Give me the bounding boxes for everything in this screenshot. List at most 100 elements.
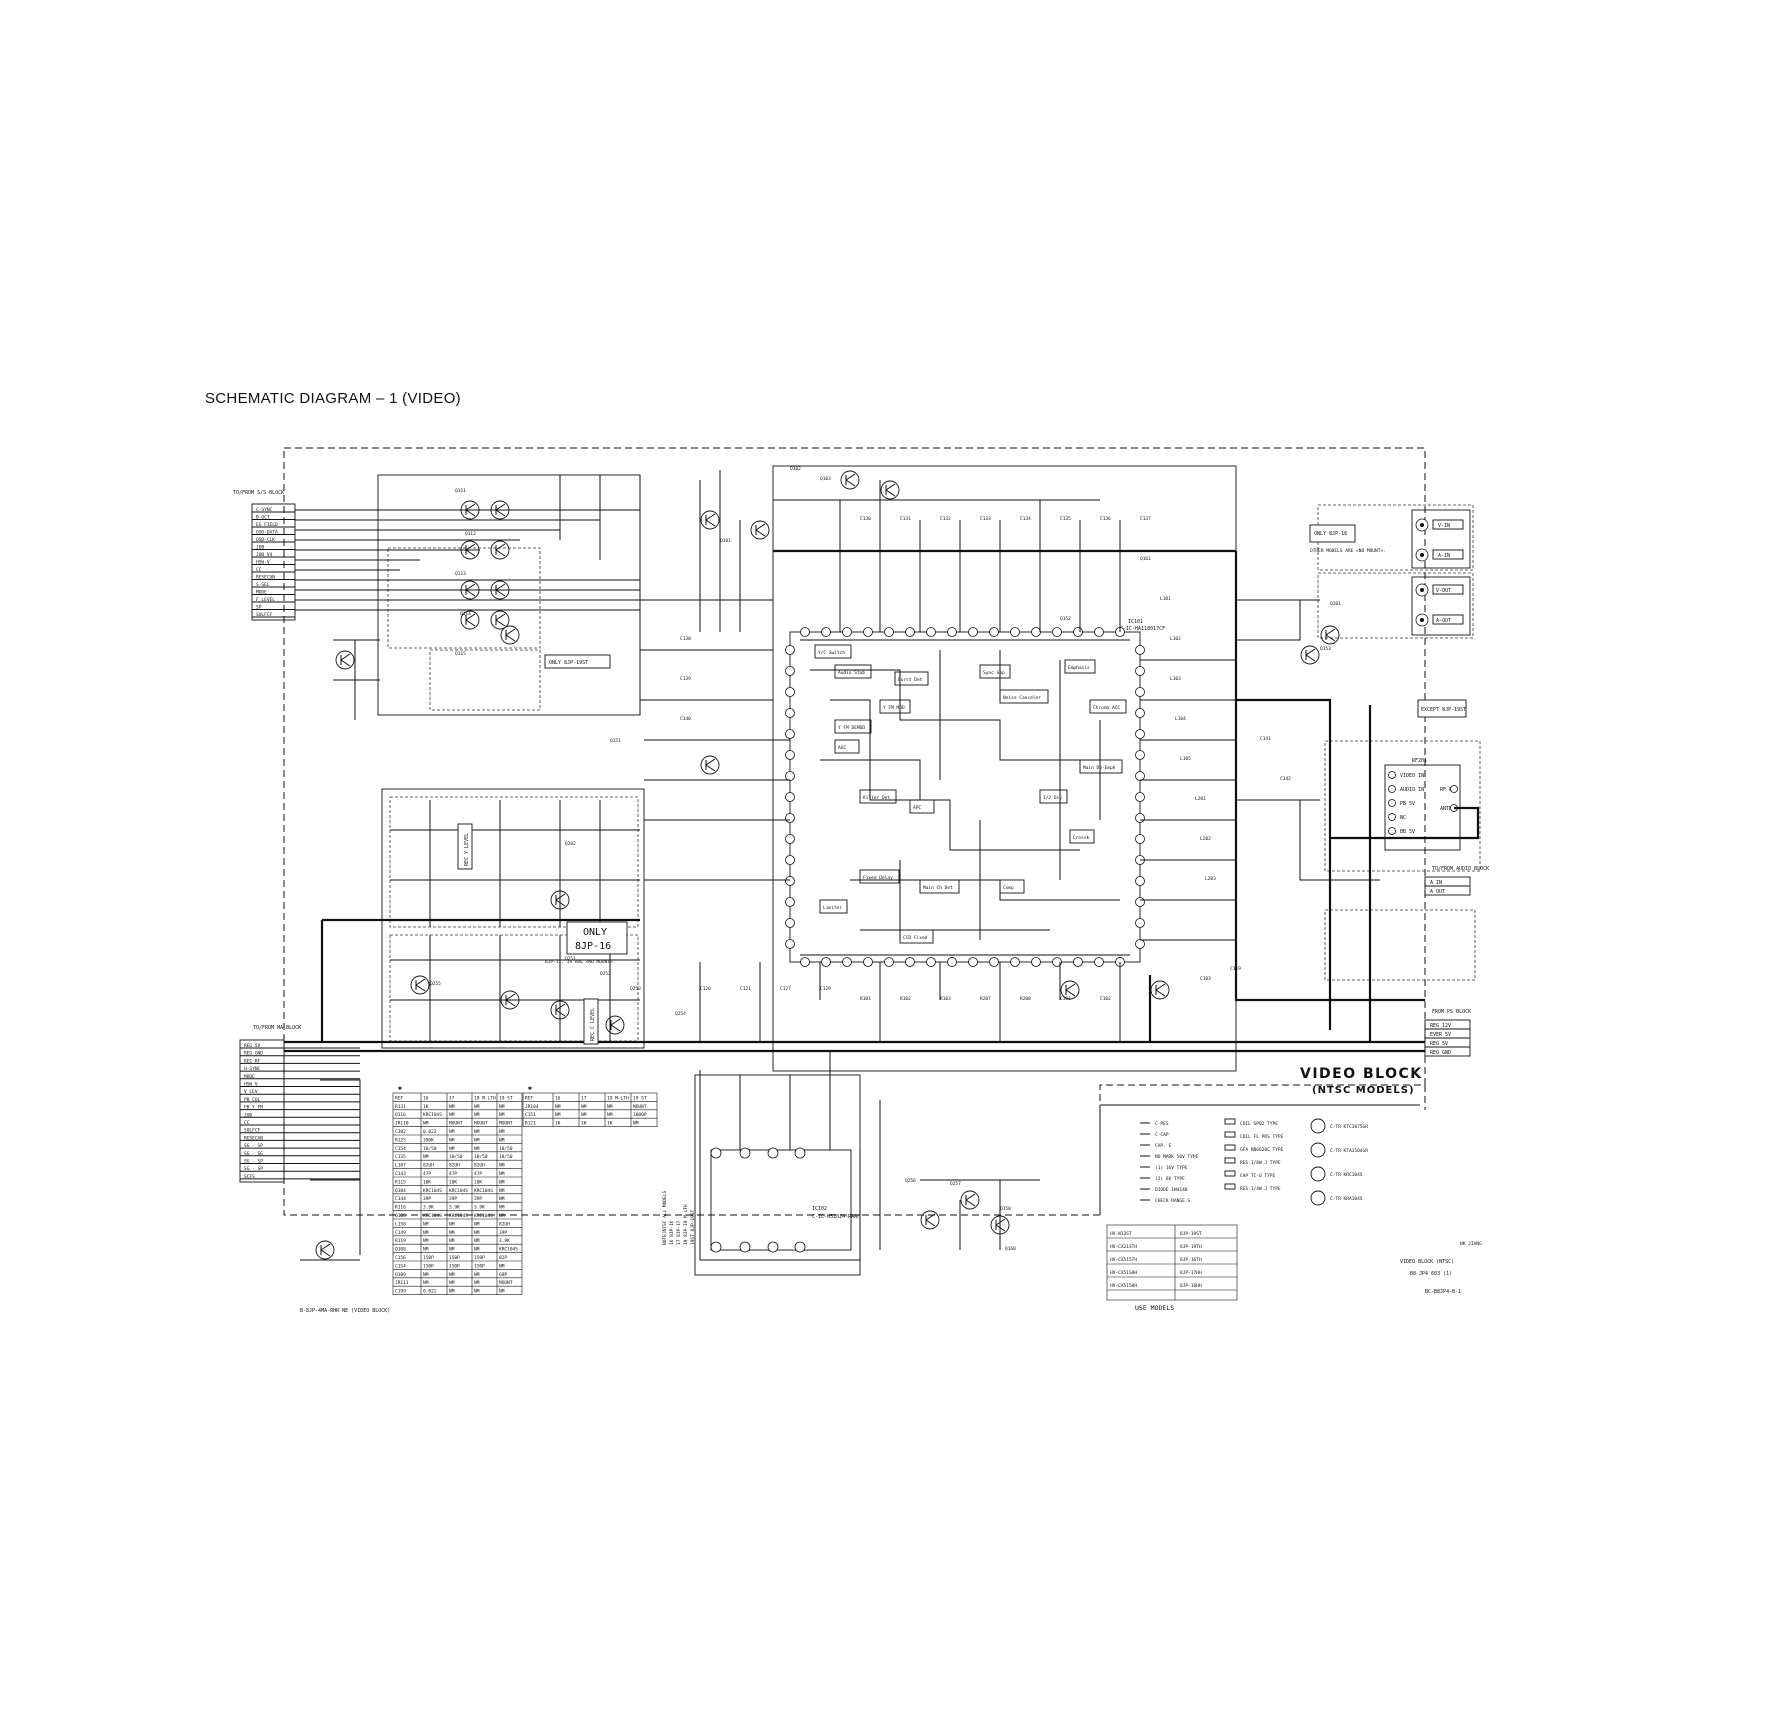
ss-title: TO/FROM S/S BLOCK [233, 490, 284, 496]
ma-signal: SG - SP [244, 1143, 263, 1149]
part-ref: Q115 [455, 651, 466, 657]
part-ref: C130 [860, 516, 871, 522]
table-cell: 0.022 [423, 1289, 437, 1295]
v-out-jack-group [1317, 572, 1474, 639]
table-cell: C156 [395, 1255, 406, 1261]
table-cell: NM [499, 1137, 505, 1143]
table-cell: NM [423, 1230, 429, 1236]
table-cell: 19 M-LTH [607, 1095, 629, 1101]
ss-signal: S-SEL [256, 582, 270, 588]
ic-block-label: AGC [838, 745, 846, 751]
rec-level-frame [381, 788, 645, 1049]
ma-signal: REG 5V [244, 1043, 261, 1049]
table-cell: 82P [499, 1255, 507, 1261]
table-cell: 10/50 [499, 1154, 513, 1160]
table-cell: Q105 [395, 1213, 406, 1219]
part-ref: C141 [1260, 736, 1271, 742]
table-cell: NM [499, 1213, 505, 1219]
table-cell: NM [474, 1137, 480, 1143]
table-cell: Q116 [395, 1112, 406, 1118]
table-cell: 82UH [499, 1221, 510, 1227]
table-cell: JR110 [395, 1121, 409, 1127]
part-ref: C119 [1230, 966, 1241, 972]
transistor-symbol [490, 610, 510, 630]
table-cell: 19 ST [499, 1095, 513, 1101]
model-name: HV-CX51SHH [1110, 1270, 1137, 1276]
transistor-symbol [700, 755, 720, 775]
table-cell: 17 [449, 1095, 455, 1101]
part-ref: C121 [740, 986, 751, 992]
table-cell: 19 M-LTH [474, 1095, 496, 1101]
table-cell: NM [499, 1163, 505, 1169]
part-ref: Q161 [1140, 556, 1151, 562]
table-cell: 82UH [474, 1163, 485, 1169]
jack-v-in [1411, 509, 1471, 569]
transistor-symbol [700, 510, 720, 530]
part-ref: C136 [1100, 516, 1111, 522]
table-cell: C149 [395, 1230, 406, 1236]
ss-signal: RESECAN [256, 575, 275, 581]
table-cell: NM [423, 1280, 429, 1286]
table-cell: C199 [395, 1289, 406, 1295]
part-ref: R207 [980, 996, 991, 1002]
rf-ref: RF201 [1412, 758, 1427, 764]
table-cell: C144 [395, 1196, 406, 1202]
table-cell: 150P [449, 1263, 460, 1269]
table-cell: NM [449, 1280, 455, 1286]
table-cell: 10K [423, 1179, 431, 1185]
model-code: 8JP-19TH [1180, 1244, 1202, 1250]
ss-signal: MODE [256, 590, 267, 596]
model-code: 8JP-16HH [1180, 1283, 1202, 1289]
part-ref: C132 [940, 516, 951, 522]
legend-item: CHECK RANGE.S [1155, 1198, 1191, 1204]
jack-v-out [1411, 576, 1471, 636]
table-cell: NM [581, 1112, 587, 1118]
legend-item: C-PES [1155, 1121, 1169, 1127]
table-cell: R121 [525, 1121, 536, 1127]
models-footer: USE MODELS [1135, 1304, 1174, 1312]
transistor-symbol [1300, 645, 1320, 665]
table-cell: 0.022 [423, 1129, 437, 1135]
table-cell: 82UH [423, 1163, 434, 1169]
table-cell: NM [499, 1263, 505, 1269]
ic-block-label: Noise Canceler [1003, 695, 1041, 701]
ic-block-label: Y/C Switch [818, 650, 845, 656]
v-in-label: V-IN [1438, 523, 1450, 529]
part-ref: L105 [1180, 756, 1191, 762]
part-ref: L203 [1205, 876, 1216, 882]
table-cell: C151 [525, 1112, 536, 1118]
legend-item: (1) 16V TYPE [1155, 1165, 1188, 1171]
part-ref: L202 [1200, 836, 1211, 842]
table-cell: NM [474, 1289, 480, 1295]
part-ref: C140 [680, 716, 691, 722]
part-ref: C103 [1200, 976, 1211, 982]
part-ref: Q201 [1330, 601, 1341, 607]
part-ref: Q113 [455, 571, 466, 577]
table-cell: MOUNT [474, 1121, 488, 1127]
svg-text:✱: ✱ [527, 1084, 532, 1092]
table-cell: KRC104S [423, 1188, 442, 1194]
table-cell: MOUNT [449, 1121, 463, 1127]
table-cell: R125 [395, 1137, 406, 1143]
ma-title: TO/FROM MA BLOCK [253, 1025, 301, 1031]
models-table [1106, 1224, 1238, 1301]
table-cell: 10/50 [423, 1146, 437, 1152]
part-ref: C127 [780, 986, 791, 992]
ic-block-label: Crossk [1073, 835, 1090, 841]
part-ref: C129 [820, 986, 831, 992]
part-ref: C138 [680, 636, 691, 642]
table-cell: R115 [395, 1179, 406, 1185]
v-out-label: V-OUT [1436, 588, 1451, 594]
table-cell: 150P [474, 1263, 485, 1269]
transistor-symbol [840, 470, 860, 490]
ic-block-label: Fixed Delay [863, 875, 893, 881]
table-cell: NM [449, 1272, 455, 1278]
table-cell: NM [499, 1196, 505, 1202]
table-cell: NM [474, 1112, 480, 1118]
table-cell: 10K [474, 1179, 482, 1185]
part-ref: Q202 [565, 841, 576, 847]
transistor-symbol [750, 520, 770, 540]
ic-block-label: APC [913, 805, 921, 811]
table-cell: 47P [449, 1171, 457, 1177]
